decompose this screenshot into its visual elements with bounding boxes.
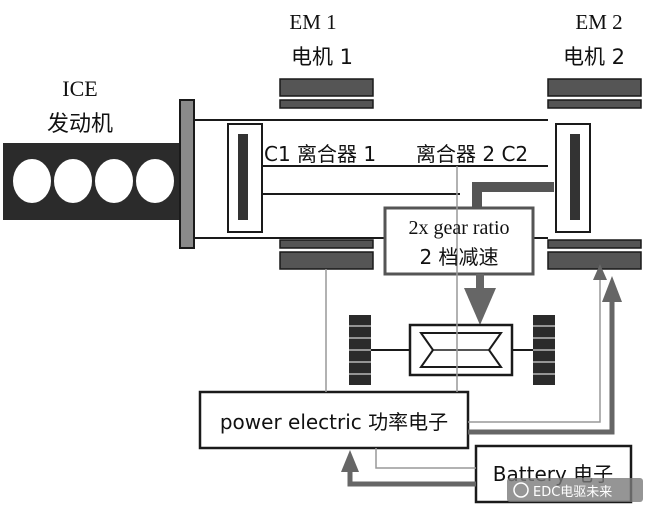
ice-label-cn: 发动机: [47, 112, 113, 137]
em2-label-en: EM 2: [575, 10, 622, 34]
ice-engine: [3, 143, 183, 220]
power-electronics-box: [198, 390, 470, 450]
ice-flywheel: [179, 99, 195, 249]
em2-stator: [547, 78, 642, 270]
power-electronics-label: power electric 功率电子: [220, 410, 448, 434]
gear-ratio-label-cn: 2 档减速: [419, 245, 498, 269]
gear-output-arrow: [464, 274, 496, 325]
gear-box: [383, 206, 535, 276]
electrical-wires: [325, 166, 615, 487]
clutch-c1: [227, 123, 263, 233]
clutch-c2: [555, 123, 591, 233]
ice-label-en: ICE: [62, 76, 97, 101]
em2-label-cn: 电机 2: [563, 45, 625, 69]
left-wheel: [349, 315, 371, 385]
gear-ratio-label-en: 2x gear ratio: [408, 217, 509, 239]
wechat-icon: [513, 482, 529, 498]
clutch2-label: 离合器 2 C2: [416, 142, 528, 166]
differential: [408, 323, 514, 377]
watermark-text: EDC电驱未来: [533, 485, 612, 500]
main-shaft: [194, 119, 548, 239]
right-wheel: [533, 315, 555, 385]
watermark: EDC电驱未来: [507, 478, 643, 502]
gear-coupling: [472, 182, 554, 210]
electrical-arrowheads: [341, 264, 622, 472]
clutch1-label: C1 离合器 1: [264, 142, 376, 166]
em1-label-cn: 电机 1: [291, 45, 353, 69]
em1-label-en: EM 1: [289, 10, 336, 34]
em1-stator: [279, 78, 374, 270]
